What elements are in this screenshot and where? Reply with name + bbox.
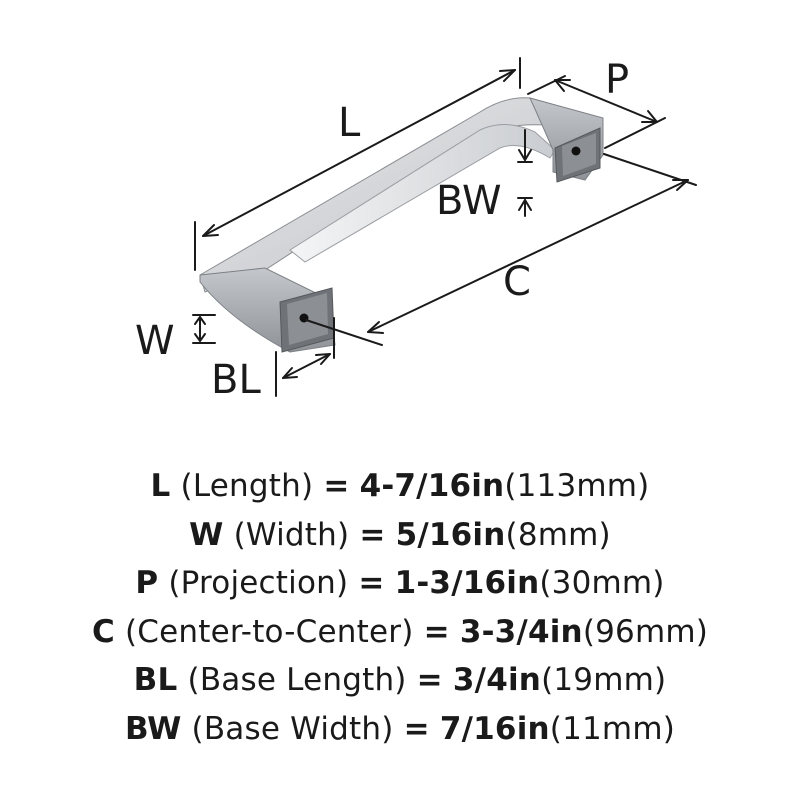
spec-equals: = bbox=[323, 468, 350, 504]
dimension-BW-label: BW bbox=[436, 178, 502, 224]
spec-line-center-to-center: C (Center-to-Center) = 3-3/4in(96mm) bbox=[0, 608, 800, 657]
spec-name: (Length) bbox=[180, 468, 314, 504]
spec-mm-value: (19mm) bbox=[541, 662, 667, 698]
dimension-W-label: W bbox=[135, 318, 175, 364]
spec-line-base-length: BL (Base Length) = 3/4in(19mm) bbox=[0, 656, 800, 705]
spec-equals: = bbox=[359, 516, 386, 553]
dimension-C-line bbox=[305, 153, 697, 346]
spec-line-base-width: BW (Base Width) = 7/16in(11mm) bbox=[0, 705, 800, 754]
spec-name: (Base Width) bbox=[191, 710, 394, 747]
spec-name: (Width) bbox=[233, 516, 350, 553]
spec-mm-value: (30mm) bbox=[539, 565, 665, 601]
dimension-BL-line bbox=[275, 317, 335, 397]
spec-mm-value: (96mm) bbox=[582, 613, 709, 650]
spec-equals: = bbox=[403, 710, 430, 747]
cabinet-pull-illustration bbox=[199, 97, 604, 353]
spec-name: (Projection) bbox=[168, 565, 349, 601]
spec-equals: = bbox=[423, 613, 450, 650]
spec-inch-value: 3-3/4in bbox=[459, 613, 583, 650]
dimension-C-label: C bbox=[503, 259, 531, 305]
spec-abbr: P bbox=[135, 565, 159, 601]
spec-abbr: W bbox=[189, 516, 224, 553]
dimension-spec-list: L (Length) = 4-7/16in(113mm) W (Width) =… bbox=[0, 462, 800, 753]
spec-abbr: C bbox=[91, 613, 115, 650]
spec-inch-value: 7/16in bbox=[439, 710, 550, 747]
spec-name: (Base Length) bbox=[187, 662, 407, 698]
spec-equals: = bbox=[358, 565, 385, 601]
dimension-BL-label: BL bbox=[211, 357, 261, 403]
spec-name: (Center-to-Center) bbox=[124, 613, 414, 650]
spec-mm-value: (11mm) bbox=[549, 710, 676, 747]
spec-inch-value: 3/4in bbox=[452, 662, 542, 698]
spec-abbr: BW bbox=[124, 710, 182, 747]
spec-inch-value: 5/16in bbox=[395, 516, 506, 553]
handle-right-base-end bbox=[562, 133, 596, 176]
spec-abbr: BL bbox=[133, 662, 178, 698]
dimension-P-label: P bbox=[605, 57, 629, 103]
spec-line-projection: P (Projection) = 1-3/16in(30mm) bbox=[0, 559, 800, 608]
handle-dimension-diagram: L P BW C W BL bbox=[135, 57, 697, 403]
dimension-L-line bbox=[194, 57, 521, 271]
spec-equals: = bbox=[416, 662, 443, 698]
spec-inch-value: 1-3/16in bbox=[394, 565, 540, 601]
spec-line-width: W (Width) = 5/16in(8mm) bbox=[0, 511, 800, 560]
right-screw-hole bbox=[571, 146, 581, 156]
dimension-L-label: L bbox=[338, 100, 361, 146]
spec-mm-value: (8mm) bbox=[505, 516, 611, 553]
spec-mm-value: (113mm) bbox=[504, 468, 650, 504]
dimension-W-line bbox=[192, 314, 216, 344]
spec-line-length: L (Length) = 4-7/16in(113mm) bbox=[0, 462, 800, 511]
dimension-BW-line bbox=[517, 129, 533, 217]
dimension-lines bbox=[192, 57, 697, 397]
dimension-P-line bbox=[527, 75, 666, 149]
spec-inch-value: 4-7/16in bbox=[359, 468, 505, 504]
spec-abbr: L bbox=[150, 468, 171, 504]
